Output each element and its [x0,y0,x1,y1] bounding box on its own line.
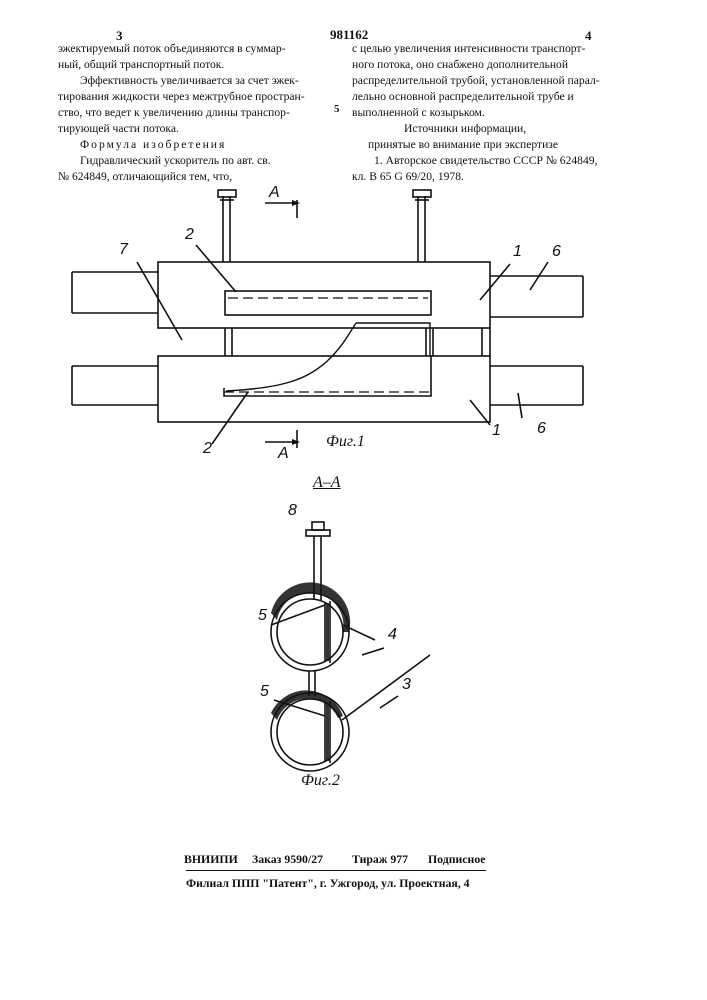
text-line: с целью увеличения интенсивности транспо… [352,41,642,57]
right-column: с целью увеличения интенсивности транспо… [352,41,642,185]
footer-subscription: Подписное [428,852,485,867]
tube-lower-outer [271,693,349,771]
visor-4 [343,625,375,640]
tube-upper-outer [271,593,349,671]
callout-6-top: 6 [552,243,561,261]
connector-right [482,328,490,356]
pipe-bottom-left [72,366,158,405]
callout-3: 3 [402,676,411,694]
text-line: эжектируемый поток объединяются в суммар… [58,41,332,57]
callout-2-bottom: 2 [203,440,212,458]
section-label-top: А [269,184,280,202]
section-label-bottom: А [278,445,289,463]
text-line: выполненной с козырьком. [352,105,642,121]
footer-divider [186,870,486,871]
callout-8: 8 [288,502,297,520]
slot-top [225,291,431,315]
tube-lower-inner [277,699,343,765]
section-mark-top [265,200,297,218]
callout-6-bottom: 6 [537,420,546,438]
left-column: эжектируемый поток объединяются в суммар… [58,41,332,185]
text-line: ный, общий транспортный поток. [58,57,332,73]
text-line: Гидравлический ускоритель по авт. св. [58,153,332,169]
bolt-left-head [218,190,236,197]
pipe-top-left [72,272,158,313]
footer-org: ВНИИПИ [184,852,238,867]
text-line: лельно основной распределительной трубе … [352,89,642,105]
footer-print-run: Тираж 977 [352,852,408,867]
section-title: А–А [313,474,341,492]
footer-branch: Филиал ППП "Патент", г. Ужгород, ул. Про… [186,876,470,891]
text-line: Эффективность увеличивается за счет эжек… [58,73,332,89]
callout-4: 4 [388,626,397,644]
connector-mid [426,328,433,356]
text-line: ного потока, оно снабжено дополнительной [352,57,642,73]
text-line: тирующей части потока. [58,121,332,137]
slot-bottom [224,356,431,396]
bolt-right [418,196,425,262]
pipe-top-right [490,276,583,317]
text-line: распределительной трубой, установленной … [352,73,642,89]
figure-2-drawing [271,522,430,771]
text-line: 1. Авторское свидетельство СССР № 624849… [352,153,642,169]
text-line: тирования жидкости через межтрубное прос… [58,89,332,105]
callout-5-top: 5 [258,607,267,625]
sources-heading: Источники информации, [352,121,642,137]
pipe-bottom-right [490,366,583,405]
bolt-8-head [312,522,324,530]
text-line: № 624849, отличающийся тем, что, [58,169,332,185]
bolt-right-head [413,190,431,197]
connector-left [225,328,232,356]
body-top [158,262,490,328]
footer-order: Заказ 9590/27 [252,852,323,867]
callout-1-top: 1 [513,243,522,261]
callout-2-top: 2 [185,226,194,244]
text-line: ство, что ведет к увеличению длины транс… [58,105,332,121]
callout-1-bottom: 1 [492,422,501,440]
claims-heading: Формула изобретения [58,137,332,153]
figure-2-caption: Фиг.2 [301,772,340,790]
visor-3 [342,655,430,720]
bolt-left [223,196,230,262]
body-bottom [158,356,490,422]
callout-7: 7 [119,241,128,259]
sources-subheading: принятые во внимание при экспертизе [352,137,642,153]
text-line: кл. В 65 G 69/20, 1978. [352,169,642,185]
tube-upper-inner [277,599,343,665]
figure-1-caption: Фиг.1 [326,433,365,451]
callout-5-bottom: 5 [260,683,269,701]
line-number: 5 [334,103,340,115]
